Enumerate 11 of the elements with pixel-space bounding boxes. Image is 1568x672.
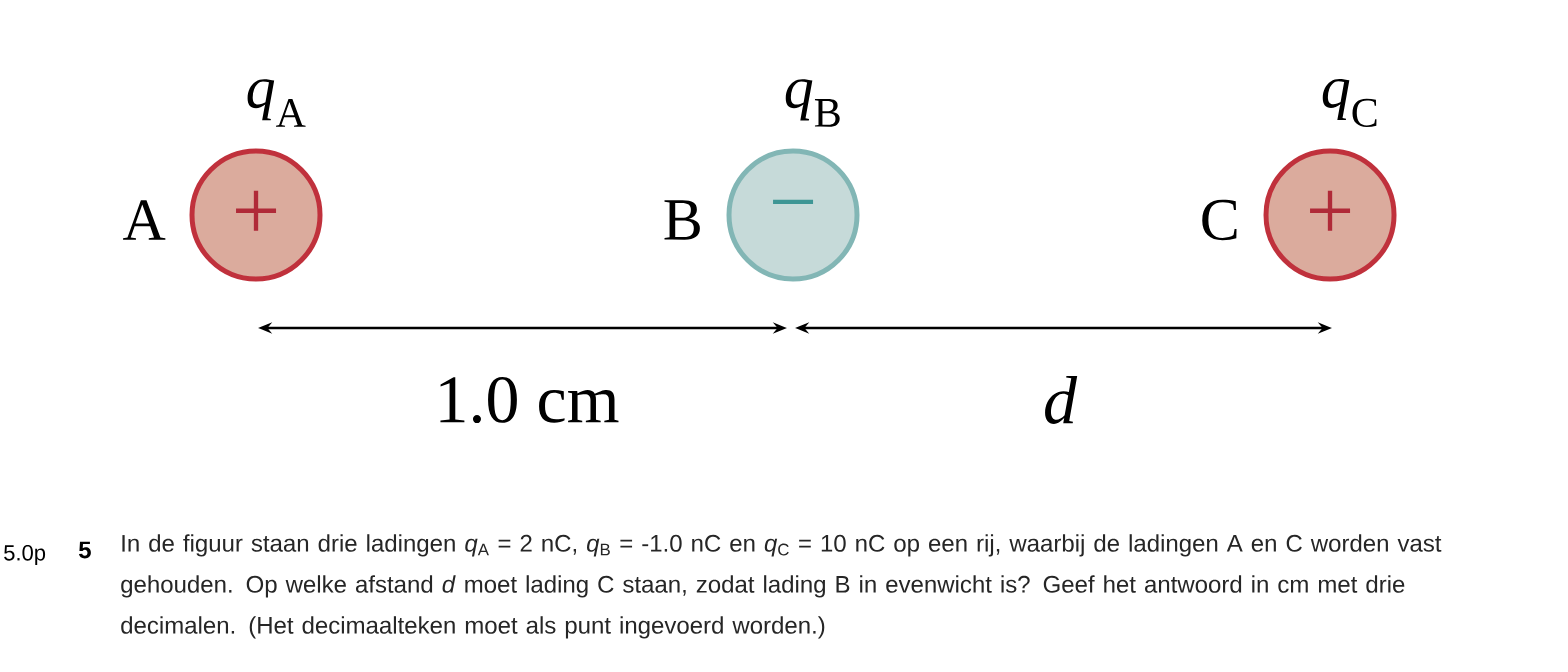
charge-label: q$_{B}$ xyxy=(785,79,840,127)
charge-label: q$_{A}$ xyxy=(247,79,306,127)
charge-label: q$_{C}$ xyxy=(1322,79,1377,127)
dimension-label: d xyxy=(1045,376,1078,424)
point-label: C xyxy=(1202,199,1237,241)
question-number: 5 xyxy=(78,541,91,559)
point-label: B xyxy=(664,200,700,240)
point-label: A xyxy=(123,200,166,240)
points-label: 5.0p xyxy=(4,545,46,565)
question-text: In de figuur staan drie ladingen q$_{A}$ = 2 nC, q$_{B}$ = -1.0 nC en q$_{C}$ = 10 nC op een rij, waarbij de ladingen A en C worden vast gehouden. Op welke afstand d moet lading C staan, zodat lading B in evenwicht is? Geef het antwoord in cm met drie decimalen. (Het decimaalteken moet als punt ingevoerd worden.) xyxy=(121,534,1442,639)
dimension-label: 1.0 cm xyxy=(440,376,619,424)
